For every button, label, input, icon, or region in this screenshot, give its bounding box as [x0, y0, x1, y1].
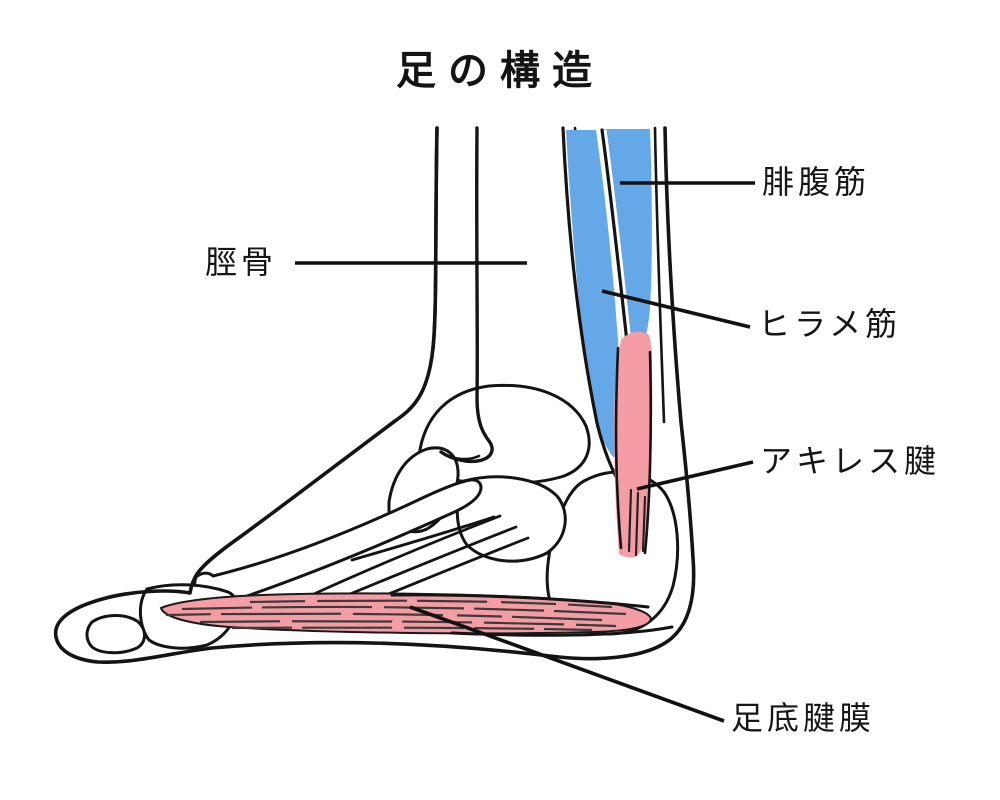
label-soleus: ヒラメ筋: [758, 306, 902, 342]
achilles-tendon-hatch-lines: [627, 488, 647, 557]
leader-lines: [295, 181, 755, 723]
label-achilles-tendon: アキレス腱: [760, 443, 941, 479]
plantar-fascia-group: [159, 592, 674, 637]
label-gastrocnemius: 腓腹筋: [762, 164, 871, 200]
diagram-title: 足の構造: [396, 49, 604, 93]
plantar-fascia-streak-lines: [165, 599, 627, 632]
leader-soleus: [601, 289, 751, 329]
distal-phalanx-bone: [85, 614, 146, 655]
label-plantar-fascia: 足底腱膜: [731, 700, 876, 736]
label-tibia: 脛骨: [204, 244, 277, 280]
gastrocnemius-muscle-shape: [601, 129, 652, 354]
calf-muscles: [561, 126, 653, 558]
gastrocnemius-border-line: [600, 128, 629, 344]
achilles-tendon-shape: [614, 331, 653, 558]
soleus-front-border-line: [561, 126, 625, 491]
soleus-muscle-shape: [566, 130, 620, 458]
leader-achilles: [636, 460, 754, 491]
achilles-tendon-edge-lines: [614, 346, 653, 555]
leader-plantar-fascia: [409, 605, 725, 723]
skin-outline: [53, 126, 696, 665]
